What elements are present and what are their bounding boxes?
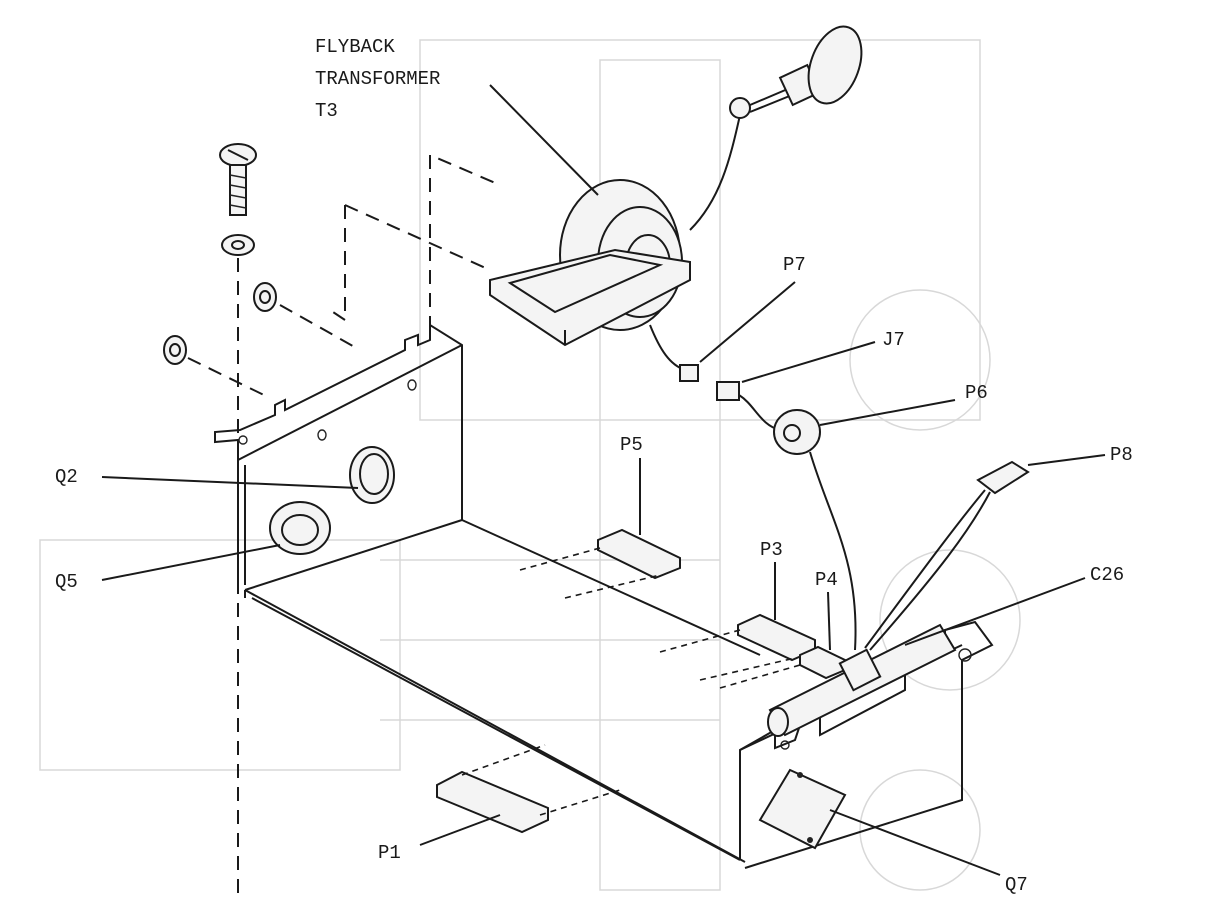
label-p1: P1 xyxy=(378,842,401,864)
flyback-transformer xyxy=(329,25,863,371)
label-j7: J7 xyxy=(882,329,905,351)
connector-j7 xyxy=(716,381,781,431)
capacitor-c26 xyxy=(767,623,957,737)
label-transformer: TRANSFORMER xyxy=(315,68,440,90)
background-schematic-ghost xyxy=(39,39,1021,891)
label-c26: C26 xyxy=(1090,564,1124,586)
connector-p6 xyxy=(773,409,857,651)
label-q2: Q2 xyxy=(55,466,78,488)
leader-lines xyxy=(101,84,1106,876)
connector-p3 xyxy=(659,613,816,681)
connector-p1 xyxy=(436,744,621,834)
label-p3: P3 xyxy=(760,539,783,561)
connector-p7 xyxy=(679,364,699,382)
label-p7: P7 xyxy=(783,254,806,276)
label-flyback: FLYBACK xyxy=(315,36,395,58)
label-p4: P4 xyxy=(815,569,838,591)
transistor-q7 xyxy=(758,768,847,850)
label-t3: T3 xyxy=(315,100,338,122)
label-q5: Q5 xyxy=(55,571,78,593)
label-q7: Q7 xyxy=(1005,874,1028,896)
connector-p4 xyxy=(719,645,846,689)
chassis-bracket xyxy=(214,323,994,869)
transistor-q5 xyxy=(269,501,331,555)
transistor-q2 xyxy=(349,446,395,504)
washer xyxy=(163,234,277,365)
label-p6: P6 xyxy=(965,382,988,404)
label-p8: P8 xyxy=(1110,444,1133,466)
label-p5: P5 xyxy=(620,434,643,456)
connector-p8 xyxy=(864,460,1030,651)
screw xyxy=(219,143,257,216)
connector-p5 xyxy=(519,528,681,599)
